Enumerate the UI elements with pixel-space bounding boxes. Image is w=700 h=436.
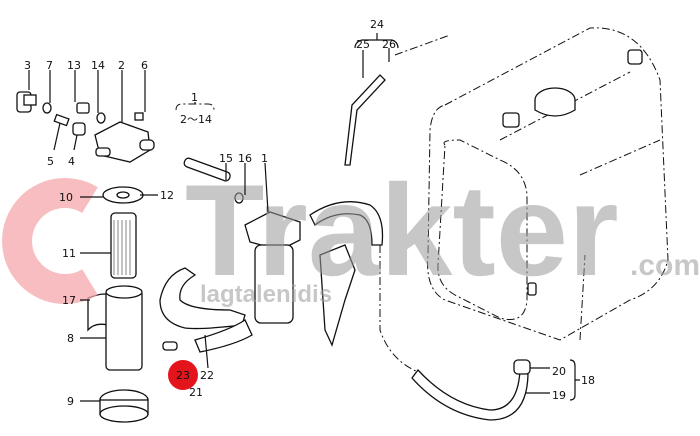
label-5: 5 <box>47 155 54 168</box>
label-9: 9 <box>67 395 74 408</box>
label-26: 26 <box>382 38 396 51</box>
label-18: 18 <box>581 374 595 387</box>
label-13: 13 <box>67 59 81 72</box>
label-2: 2 <box>118 59 125 72</box>
label-14: 14 <box>91 59 105 72</box>
label-10: 10 <box>59 191 73 204</box>
leader-lines <box>28 33 580 402</box>
label-4: 4 <box>68 155 75 168</box>
watermark-subtext: lagtalenidis <box>200 281 332 308</box>
label-6: 6 <box>141 59 148 72</box>
label-24: 24 <box>370 18 384 31</box>
label-8: 8 <box>67 332 74 345</box>
watermark-logo: Trakter .com lagtalenidis <box>2 157 700 308</box>
label-16: 16 <box>238 152 252 165</box>
filter-exploded-view <box>16 91 155 423</box>
label-23: 23 <box>176 369 190 382</box>
highlight-circle <box>168 360 198 390</box>
label-25: 25 <box>356 38 370 51</box>
label-22: 22 <box>200 369 214 382</box>
watermark-c-icon <box>2 178 98 304</box>
part-labels: 3 7 13 14 2 6 1 2〜14 5 4 15 16 1 10 12 1… <box>24 18 595 408</box>
label-17: 17 <box>62 294 76 307</box>
label-1: 1 <box>261 152 268 165</box>
label-11: 11 <box>62 247 76 260</box>
label-20: 20 <box>552 365 566 378</box>
fuel-tank <box>344 27 669 421</box>
watermark-suffix: .com <box>630 249 700 282</box>
filter-assembled-view <box>159 157 384 353</box>
label-15: 15 <box>219 152 233 165</box>
label-3: 3 <box>24 59 31 72</box>
label-1-group: 1 <box>191 91 198 104</box>
label-19: 19 <box>552 389 566 402</box>
label-2-14: 2〜14 <box>180 113 212 126</box>
label-12: 12 <box>160 189 174 202</box>
label-7: 7 <box>46 59 53 72</box>
watermark-brand: Trakter <box>185 157 619 303</box>
label-21: 21 <box>189 386 203 399</box>
